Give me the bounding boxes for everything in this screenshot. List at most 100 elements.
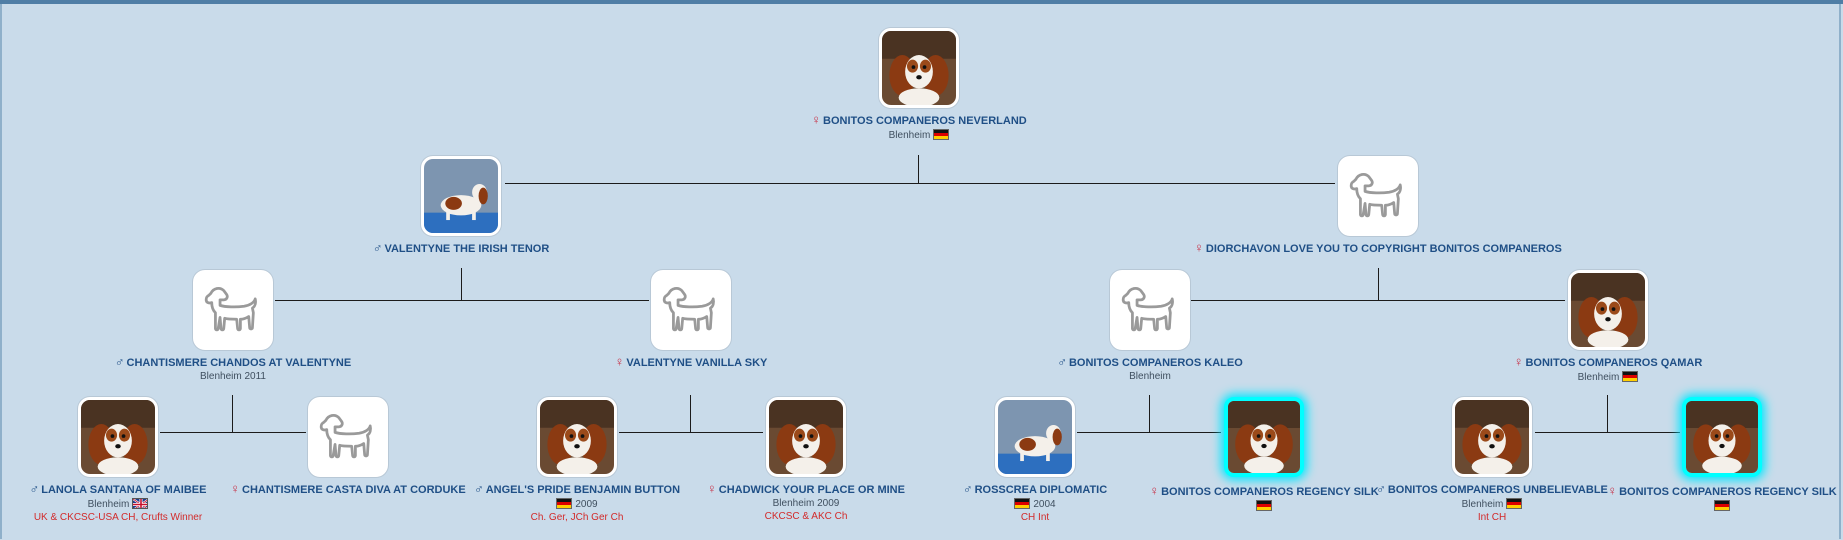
dog-name: CHADWICK YOUR PLACE OR MINE <box>718 484 905 496</box>
connector-line <box>461 268 462 300</box>
dog-node-ddd: ♀BONITOS COMPANEROS REGENCY SILK <box>1597 397 1843 512</box>
dog-name-link[interactable]: ♀CHANTISMERE CASTA DIVA AT CORDUKE <box>223 481 473 496</box>
dog-node-sds: ♂ANGEL'S PRIDE BENJAMIN BUTTON 2009 Ch. … <box>452 397 702 523</box>
dog-name: DIORCHAVON LOVE YOU TO COPYRIGHT BONITOS… <box>1205 243 1562 255</box>
dog-photo-image <box>769 400 843 474</box>
dog-node-dd: ♀BONITOS COMPANEROS QAMAR Blenheim <box>1483 270 1733 383</box>
male-icon: ♂ <box>372 240 383 255</box>
connector-line <box>1607 395 1608 432</box>
germany-flag-icon <box>933 129 950 140</box>
connector-line <box>505 183 1335 184</box>
dog-color: Blenheim <box>87 499 130 510</box>
dog-name-link[interactable]: ♀CHADWICK YOUR PLACE OR MINE <box>681 481 931 496</box>
dog-photo-highlighted[interactable] <box>1224 397 1304 477</box>
dog-info: Blenheim <box>1129 371 1171 382</box>
connector-line <box>1191 300 1565 301</box>
dog-name: LANOLA SANTANA OF MAIBEE <box>41 484 207 496</box>
dog-name-link[interactable]: ♂ROSSCREA DIPLOMATIC <box>910 481 1160 496</box>
dog-name: BONITOS COMPANEROS KALEO <box>1068 357 1243 369</box>
dog-name-link[interactable]: ♂ANGEL'S PRIDE BENJAMIN BUTTON <box>452 481 702 496</box>
dog-year: 2004 <box>1033 499 1056 510</box>
connector-line <box>1378 268 1379 300</box>
dog-name-link[interactable]: ♂LANOLA SANTANA OF MAIBEE <box>0 481 243 496</box>
germany-flag-icon <box>1014 498 1031 509</box>
dog-name-link[interactable]: ♂VALENTYNE THE IRISH TENOR <box>336 240 586 255</box>
dog-titles: Ch. Ger, JCh Ger Ch <box>530 512 624 523</box>
dog-name: BONITOS COMPANEROS REGENCY SILK <box>1161 486 1379 498</box>
dog-name: BONITOS COMPANEROS NEVERLAND <box>823 115 1027 127</box>
dog-name-link[interactable]: ♂CHANTISMERE CHANDOS AT VALENTYNE <box>108 354 358 369</box>
dog-name-link[interactable]: ♀VALENTYNE VANILLA SKY <box>566 354 816 369</box>
dog-name-link[interactable]: ♀BONITOS COMPANEROS REGENCY SILK <box>1597 483 1843 498</box>
dog-photo[interactable] <box>78 397 158 477</box>
dog-photo-highlighted[interactable] <box>1682 397 1762 477</box>
dog-color: Blenheim <box>888 130 931 141</box>
dog-photo[interactable] <box>537 397 617 477</box>
dog-photo[interactable] <box>879 28 959 108</box>
dog-info: Blenheim <box>0 498 243 510</box>
dog-photo[interactable] <box>421 156 501 236</box>
dog-name-link[interactable]: ♂BONITOS COMPANEROS UNBELIEVABLE <box>1367 481 1617 496</box>
dog-photo[interactable] <box>1568 270 1648 350</box>
top-border <box>0 0 1843 4</box>
female-icon: ♀ <box>1607 483 1618 498</box>
dog-name-link[interactable]: ♂BONITOS COMPANEROS KALEO <box>1025 354 1275 369</box>
dog-photo-placeholder[interactable] <box>193 270 273 350</box>
dog-info <box>1139 500 1389 512</box>
germany-flag-icon <box>1256 500 1272 511</box>
dog-info: 2009 <box>452 498 702 510</box>
dog-photo[interactable] <box>1452 397 1532 477</box>
dog-name-link[interactable]: ♀BONITOS COMPANEROS NEVERLAND <box>794 112 1044 127</box>
dog-photo-placeholder[interactable] <box>1110 270 1190 350</box>
dog-year: 2009 <box>575 499 598 510</box>
dog-color: Blenheim <box>1577 372 1620 383</box>
female-icon: ♀ <box>811 112 821 127</box>
dog-info: Blenheim 2011 <box>200 371 266 382</box>
dog-name: BONITOS COMPANEROS REGENCY SILK <box>1619 486 1837 498</box>
dog-node-dss: ♂ROSSCREA DIPLOMATIC 2004 CH Int <box>910 397 1160 523</box>
dog-photo-image <box>998 400 1072 474</box>
dog-photo[interactable] <box>995 397 1075 477</box>
dog-photo-placeholder[interactable] <box>308 397 388 477</box>
female-icon: ♀ <box>1194 240 1204 255</box>
male-icon: ♂ <box>1376 481 1386 496</box>
dog-node-ss: ♂CHANTISMERE CHANDOS AT VALENTYNE Blenhe… <box>108 270 358 382</box>
dog-node-dds: ♂BONITOS COMPANEROS UNBELIEVABLE Blenhei… <box>1367 397 1617 523</box>
dog-name: CHANTISMERE CASTA DIVA AT CORDUKE <box>242 484 466 496</box>
dog-node-ds: ♂BONITOS COMPANEROS KALEO Blenheim <box>1025 270 1275 382</box>
connector-line <box>690 395 691 432</box>
germany-flag-icon <box>1714 500 1730 511</box>
dog-photo-placeholder[interactable] <box>651 270 731 350</box>
male-icon: ♂ <box>29 481 40 496</box>
dog-info: Blenheim <box>794 129 1044 141</box>
dog-name-link[interactable]: ♀BONITOS COMPANEROS QAMAR <box>1483 354 1733 369</box>
connector-line <box>1149 395 1150 432</box>
dog-photo-image <box>882 31 956 105</box>
connector-line <box>232 395 233 432</box>
dog-name: CHANTISMERE CHANDOS AT VALENTYNE <box>126 357 352 369</box>
dog-info: Blenheim 2009 <box>772 498 840 509</box>
dog-name-link[interactable]: ♀DIORCHAVON LOVE YOU TO COPYRIGHT BONITO… <box>1193 240 1563 255</box>
pedigree-frame <box>0 4 1841 539</box>
male-icon: ♂ <box>473 481 484 496</box>
dog-node-sdd: ♀CHADWICK YOUR PLACE OR MINE Blenheim 20… <box>681 397 931 522</box>
male-icon: ♂ <box>962 481 973 496</box>
dog-photo[interactable] <box>766 397 846 477</box>
dog-outline-icon <box>654 273 728 347</box>
connector-line <box>275 300 649 301</box>
connector-line <box>918 155 919 183</box>
dog-photo-placeholder[interactable] <box>1338 156 1418 236</box>
male-icon: ♂ <box>114 354 125 369</box>
dog-name: BONITOS COMPANEROS QAMAR <box>1525 357 1703 369</box>
female-icon: ♀ <box>707 481 717 496</box>
uk-flag-icon <box>132 498 149 509</box>
connector-line <box>619 432 763 433</box>
dog-photo-image <box>1686 401 1758 473</box>
female-icon: ♀ <box>1149 483 1160 498</box>
dog-name-link[interactable]: ♀BONITOS COMPANEROS REGENCY SILK <box>1139 483 1389 498</box>
dog-outline-icon <box>311 400 385 474</box>
female-icon: ♀ <box>614 354 625 369</box>
dog-node-ssd: ♀CHANTISMERE CASTA DIVA AT CORDUKE <box>223 397 473 496</box>
dog-photo-image <box>1455 400 1529 474</box>
dog-node-sss: ♂LANOLA SANTANA OF MAIBEE Blenheim UK & … <box>0 397 243 523</box>
